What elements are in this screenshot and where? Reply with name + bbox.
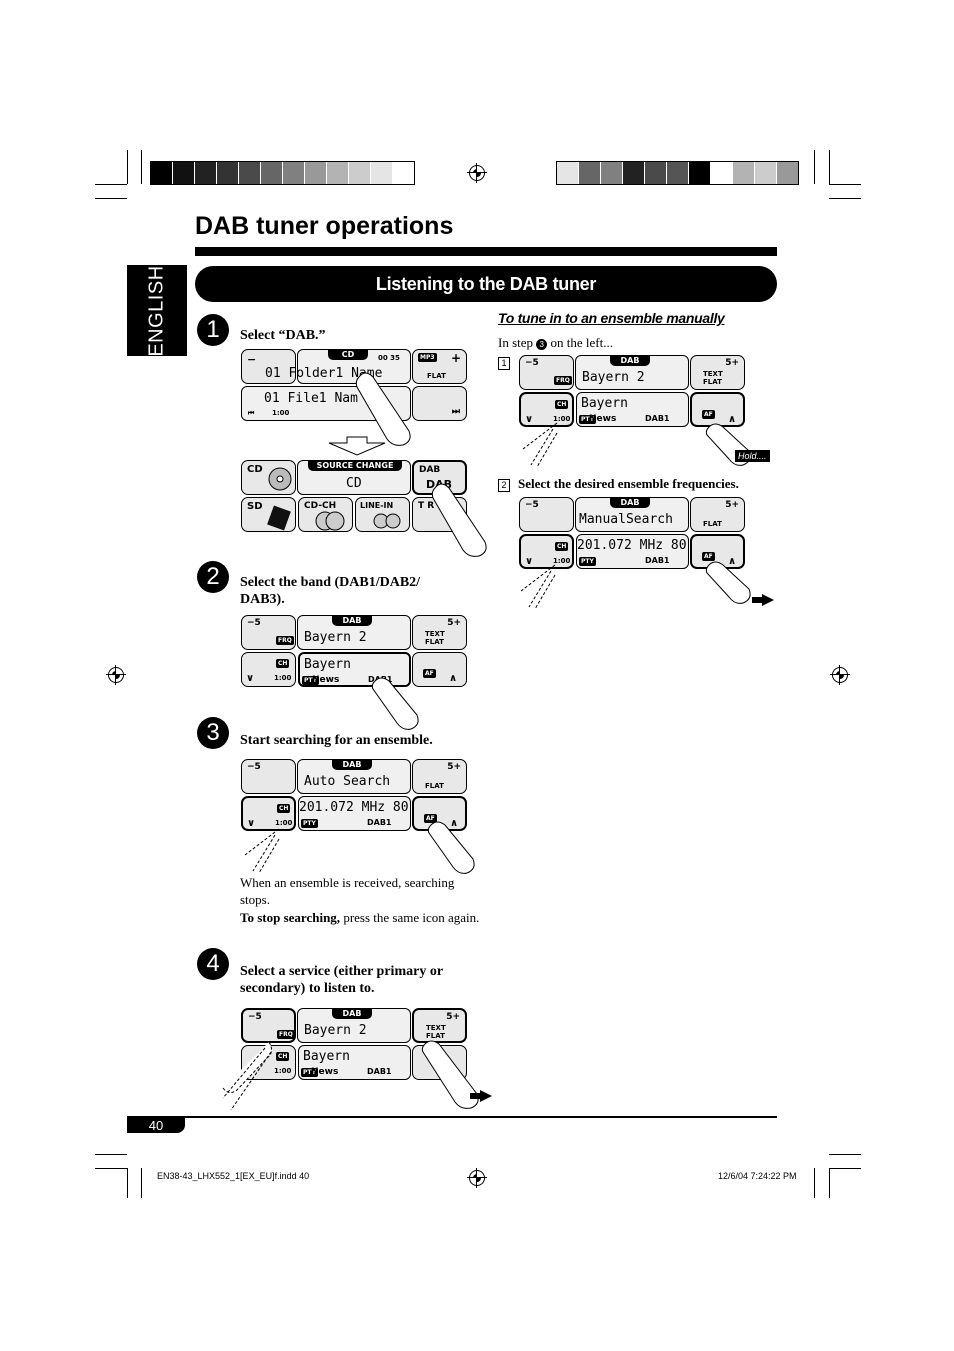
cd-badge: CD <box>328 350 368 360</box>
footer-file: EN38-43_LHX552_1[EX_EU]f.indd 40 <box>157 1171 310 1181</box>
manual-step-1: 1 <box>498 353 518 370</box>
footer-date: 12/6/04 7:24:22 PM <box>718 1171 797 1181</box>
cd-folder-name: 01 Folder1 Name <box>265 366 383 381</box>
plus5-button[interactable]: 5+ FLAT <box>690 497 745 532</box>
finger-icon <box>705 423 751 466</box>
next-icon: ⏭ <box>451 407 460 417</box>
finger-icon <box>421 1040 479 1109</box>
stop-searching-text: press the same icon again. <box>340 910 480 925</box>
finger-icon <box>705 561 751 604</box>
color-bar-right <box>556 161 799 185</box>
registration-mark-left <box>106 665 126 685</box>
cd-file-name: 01 File1 Nam <box>264 391 358 406</box>
bottom-rule <box>127 1116 777 1118</box>
source-cdch-button[interactable]: CD-CH <box>298 497 353 532</box>
title-rule <box>195 247 777 256</box>
step-3-text: Start searching for an ensemble. <box>240 733 433 748</box>
ch-down-button[interactable]: CH 1:00 ∨ <box>519 392 574 427</box>
prev-icon[interactable]: ⏮ <box>248 409 255 417</box>
service-display: DAB Bayern 2 <box>297 1008 411 1043</box>
registration-mark-bottom <box>467 1168 487 1188</box>
cd-next-button[interactable]: ⏭ <box>412 386 467 421</box>
continue-arrow-icon <box>752 594 774 606</box>
page-number: 40 <box>127 1118 185 1133</box>
frequency-display: 201.072 MHz 80 PTY DAB1 <box>576 534 689 569</box>
cd-time: 1:00 <box>272 409 290 417</box>
source-cd-button[interactable]: CD <box>241 460 296 495</box>
service-display: DAB Bayern 2 <box>575 355 689 390</box>
cd-screen: − CD 00 35 01 Folder1 Name MP3 + FLAT 01… <box>241 349 467 446</box>
source-current: CD <box>346 476 362 491</box>
source-screen: CD SOURCE CHANGE CD DAB DAB SD CD-CH LIN… <box>241 460 487 557</box>
finger-icon <box>427 821 475 874</box>
step-1-text: Select “DAB.” <box>240 328 326 343</box>
page-title: DAB tuner operations <box>195 212 454 240</box>
source-change-header: SOURCE CHANGE <box>308 461 402 471</box>
auto-search-display: DAB Auto Search <box>297 759 411 794</box>
cd-plus-button[interactable]: MP3 + FLAT <box>412 349 467 384</box>
finger-icon <box>222 1041 273 1111</box>
color-bar-left <box>150 161 415 185</box>
band-display: Bayern PTY News DAB1 <box>576 392 689 427</box>
finger-icon <box>520 564 556 610</box>
cd-time-top: 00 35 <box>378 354 400 362</box>
finger-icon <box>244 828 280 874</box>
finger-icon <box>371 677 419 730</box>
af-up-button[interactable]: AF ∧ <box>412 652 467 687</box>
minus5-button[interactable]: −5 FRQ <box>241 1008 296 1043</box>
plus5-button[interactable]: 5+ TEXT FLAT <box>412 615 467 650</box>
hold-label: Hold.... <box>735 450 770 462</box>
language-label: ENGLISH <box>145 265 168 357</box>
finger-icon <box>355 372 411 446</box>
service-select-screen: −5 FRQ DAB Bayern 2 5+ TEXT FLAT CH 1:00… <box>222 1008 479 1111</box>
auto-search-screen: −5 DAB Auto Search 5+ FLAT CH 1:00 ∨ 201… <box>241 759 475 874</box>
plus5-button[interactable]: 5+ TEXT FLAT <box>690 355 745 390</box>
manual-intro: In step 3 on the left... <box>498 335 613 350</box>
step-2-text: Select the band (DAB1/DAB2/ DAB3). <box>240 575 421 607</box>
service-display: DAB Bayern 2 <box>297 615 411 650</box>
registration-mark-top <box>467 163 487 183</box>
step-2-number: 2 <box>197 561 229 593</box>
frequency-display: 201.072 MHz 80 PTY DAB1 <box>298 796 411 831</box>
band-display: Bayern PTY News DAB1 <box>298 1045 411 1080</box>
ch-down-button[interactable]: CH 1:00 ∨ <box>241 796 296 831</box>
manual-screen-2: −5 DAB ManualSearch 5+ FLAT CH 1:00 ∨ 20… <box>519 497 751 610</box>
mp3-badge: MP3 <box>418 353 437 362</box>
manual-screen-1: −5 FRQ DAB Bayern 2 5+ TEXT FLAT CH 1:00… <box>519 355 751 468</box>
minus5-button[interactable]: −5 FRQ <box>241 615 296 650</box>
minus5-button[interactable]: −5 FRQ <box>519 355 574 390</box>
language-tab: ENGLISH <box>127 265 187 357</box>
flat-label: FLAT <box>427 372 446 380</box>
arrow-down-icon <box>328 436 386 456</box>
manual-search-display: DAB ManualSearch <box>575 497 689 532</box>
plus5-button[interactable]: 5+ FLAT <box>412 759 467 794</box>
step-3-number: 3 <box>197 717 229 749</box>
ch-down-button[interactable]: CH 1:00 ∨ <box>519 534 574 569</box>
step-3-note-line1: When an ensemble is received, searching … <box>240 875 455 907</box>
stop-searching-label: To stop searching, <box>240 910 341 925</box>
plus5-button[interactable]: 5+ TEXT FLAT <box>412 1008 467 1043</box>
step-3-note-line2: To stop searching, press the same icon a… <box>240 909 480 926</box>
minus5-button[interactable]: −5 <box>241 759 296 794</box>
dab-band-screen: −5 FRQ DAB Bayern 2 5+ TEXT FLAT CH 1:00… <box>241 615 467 730</box>
ch-down-button[interactable]: CH 1:00 ∨ <box>241 652 296 687</box>
cd-minus-button[interactable]: − <box>241 349 296 384</box>
step-4-text: Select a service (either primary or seco… <box>240 964 443 996</box>
source-linein-button[interactable]: LINE-IN <box>355 497 410 532</box>
step-4-number: 4 <box>197 948 229 980</box>
step-1-number: 1 <box>197 314 229 346</box>
registration-mark-right <box>830 665 850 685</box>
cd-display: CD 00 35 01 Folder1 Name <box>265 349 411 384</box>
source-display: SOURCE CHANGE CD <box>297 460 411 495</box>
minus5-button[interactable]: −5 <box>519 497 574 532</box>
section-title: Listening to the DAB tuner <box>195 266 777 302</box>
continue-arrow-icon <box>470 1090 492 1102</box>
finger-icon <box>431 483 487 557</box>
manual-heading: To tune in to an ensemble manually <box>498 310 725 326</box>
source-sd-button[interactable]: SD <box>241 497 296 532</box>
finger-icon <box>522 422 558 468</box>
